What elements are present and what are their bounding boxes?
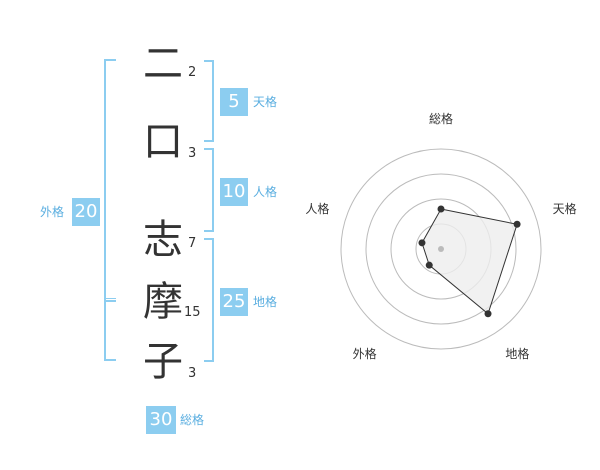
tenkaku-value: 5 — [220, 88, 248, 116]
jinkaku-value: 10 — [220, 178, 248, 206]
name-char-5: 子 — [143, 339, 183, 385]
gaikaku-label: 外格 — [40, 205, 65, 219]
radar-axis-label-3: 地格 — [505, 346, 529, 361]
jinkaku-bracket — [204, 148, 214, 232]
radar-area — [421, 208, 518, 315]
stroke-count-5: 3 — [188, 366, 197, 381]
name-char-2: 口 — [143, 119, 183, 165]
radar-axis-label-4: 外格 — [353, 346, 377, 361]
soukaku-label: 総格 — [180, 413, 205, 427]
name-char-3: 志 — [143, 217, 183, 263]
jinkaku-label: 人格 — [253, 185, 278, 199]
radar-axis-label-5: 人格 — [305, 201, 329, 216]
tenkaku-label: 天格 — [253, 95, 278, 109]
name-char-4: 摩 — [143, 279, 183, 325]
radar-center — [438, 246, 444, 252]
chikaku-value: 25 — [220, 288, 248, 316]
radar-point-4 — [425, 261, 433, 269]
name-char-1: 二 — [143, 41, 183, 87]
chikaku-label: 地格 — [253, 295, 278, 309]
stroke-count-3: 7 — [188, 236, 197, 251]
soukaku-value: 30 — [146, 406, 176, 434]
radar-point-3 — [484, 310, 492, 318]
gaikaku-bracket-bottom — [104, 298, 116, 361]
stroke-count-2: 3 — [188, 146, 197, 161]
gaikaku-bracket-top — [104, 59, 116, 302]
radar-point-1 — [437, 205, 445, 213]
radar-axis-label-2: 天格 — [553, 201, 577, 216]
radar-ring-3 — [365, 173, 517, 325]
radar-axis-label-1: 総格 — [429, 111, 453, 126]
gaikaku-value: 20 — [72, 198, 100, 226]
stroke-count-4: 15 — [184, 305, 201, 320]
stroke-count-1: 2 — [188, 65, 197, 80]
radar-point-5 — [418, 239, 426, 247]
chikaku-bracket — [204, 238, 214, 362]
tenkaku-bracket — [204, 60, 214, 142]
radar-point-2 — [513, 220, 521, 228]
radar-ring-4 — [340, 148, 542, 350]
